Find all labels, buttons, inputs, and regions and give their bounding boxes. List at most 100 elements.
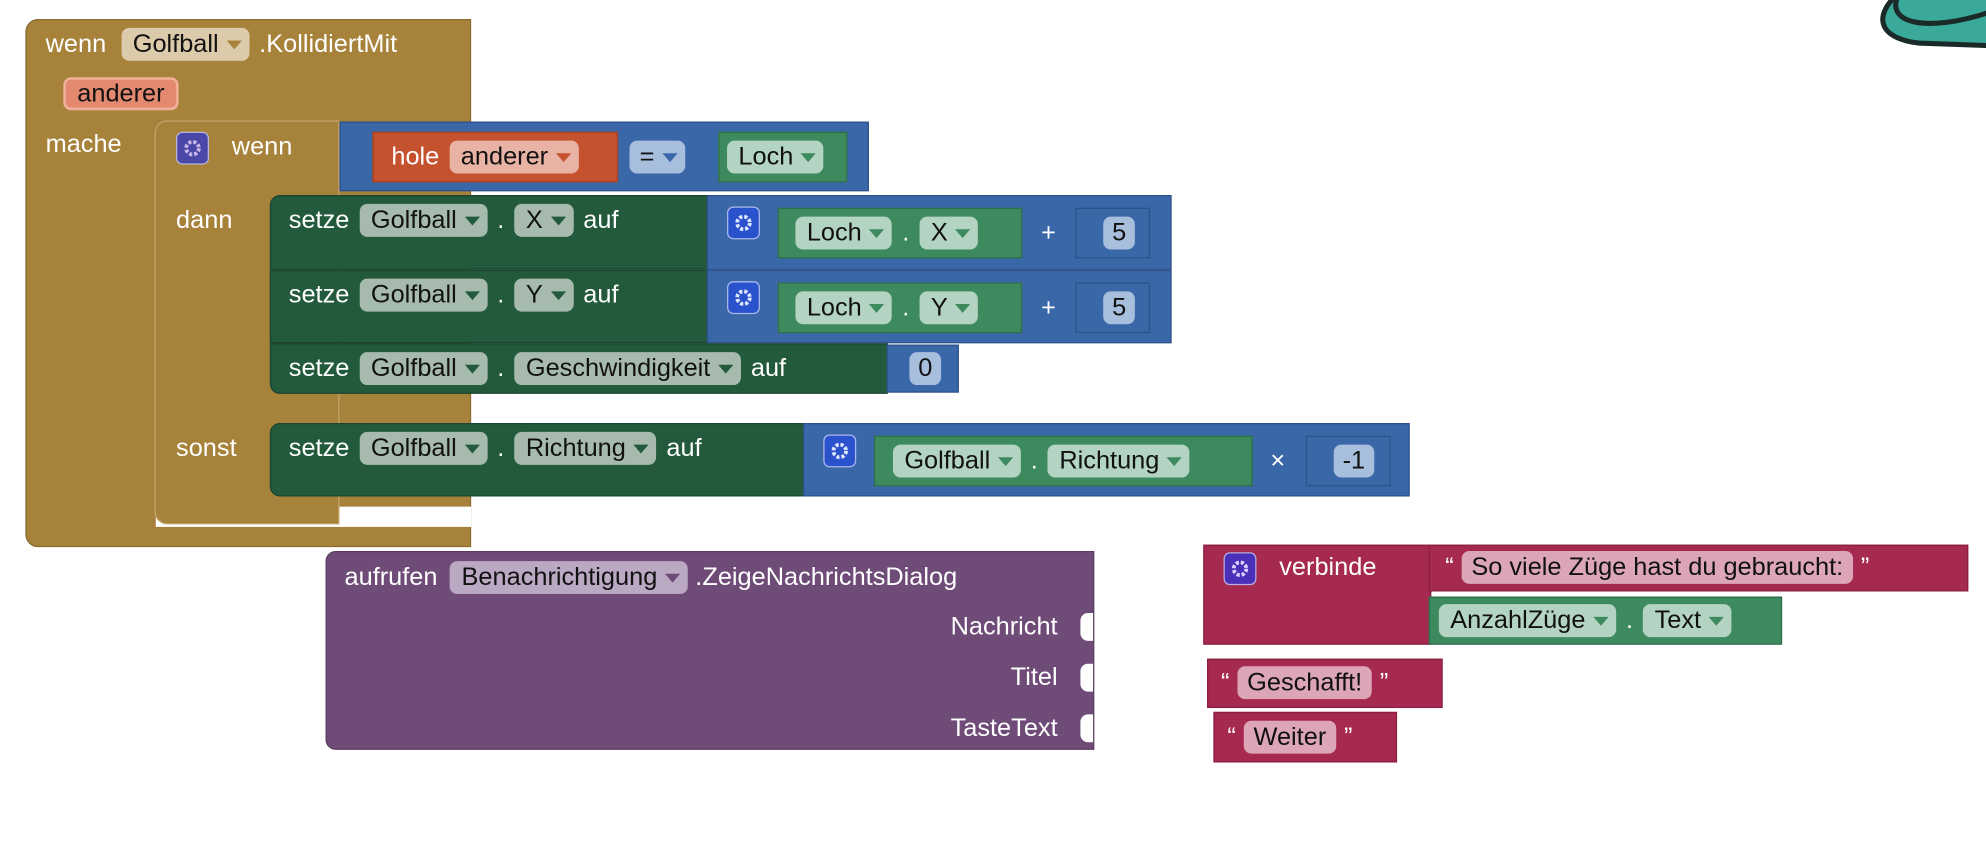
dropdown-value: Y: [930, 293, 948, 322]
event-keyword: wenn: [45, 29, 107, 58]
close-quote: ”: [1343, 722, 1353, 751]
dot: .: [497, 205, 505, 234]
set-golfball-direction-block[interactable]: setze Golfball . Richtung auf: [269, 423, 805, 497]
set-golfball-y-block[interactable]: setze Golfball . Y auf: [269, 269, 709, 344]
chevron-down-icon: [955, 303, 971, 313]
property-dropdown[interactable]: Geschwindigkeit: [514, 352, 741, 386]
compare-block[interactable]: hole anderer = Loch: [339, 121, 869, 192]
gear-icon[interactable]: [727, 281, 760, 315]
gear-icon[interactable]: [727, 206, 760, 240]
input-socket[interactable]: [1080, 714, 1094, 743]
if-label: wenn: [231, 132, 293, 161]
number-block[interactable]: 5: [1075, 282, 1151, 334]
set-golfball-speed-block[interactable]: setze Golfball . Geschwindigkeit auf: [269, 343, 888, 394]
join-label: verbinde: [1279, 553, 1377, 582]
component-getter-anzahlzuege-text[interactable]: AnzahlZüge . Text: [1428, 596, 1783, 645]
number-block[interactable]: 5: [1075, 207, 1151, 259]
property-dropdown[interactable]: Richtung: [1047, 444, 1190, 478]
dropdown-value: Loch: [806, 293, 862, 322]
number-field[interactable]: -1: [1333, 444, 1375, 478]
chevron-down-icon: [550, 290, 566, 300]
text-field[interactable]: So viele Züge hast du gebraucht:: [1461, 550, 1854, 584]
trash-can-icon[interactable]: [1862, 0, 1986, 63]
set-label: setze: [288, 205, 350, 234]
chevron-down-icon: [226, 39, 242, 49]
text-block-moves[interactable]: “ So viele Züge hast du gebraucht: ”: [1428, 544, 1969, 592]
set-label: setze: [288, 433, 350, 462]
open-quote: “: [1445, 552, 1454, 581]
do-label: mache: [45, 130, 122, 159]
component-dropdown[interactable]: Golfball: [892, 444, 1021, 478]
component-block-loch[interactable]: Loch: [718, 131, 848, 183]
dot: .: [497, 280, 505, 309]
dropdown-value: =: [639, 142, 655, 171]
then-label: dann: [176, 206, 233, 235]
number-field[interactable]: 5: [1103, 216, 1136, 250]
to-label: auf: [583, 205, 619, 234]
component-dropdown[interactable]: Loch: [727, 140, 824, 174]
input-socket[interactable]: [1080, 663, 1094, 692]
text-field[interactable]: Geschafft!: [1237, 666, 1373, 700]
get-variable-block[interactable]: hole anderer: [372, 131, 619, 183]
component-getter-golfball-direction[interactable]: Golfball . Richtung: [873, 435, 1253, 487]
chevron-down-icon: [555, 152, 571, 162]
number-block[interactable]: -1: [1305, 435, 1391, 487]
set-label: setze: [288, 280, 350, 309]
component-dropdown[interactable]: Golfball: [359, 278, 488, 312]
component-dropdown[interactable]: Loch: [795, 291, 893, 325]
dropdown-value: X: [525, 205, 543, 234]
property-dropdown[interactable]: Richtung: [514, 431, 657, 465]
property-dropdown[interactable]: X: [514, 203, 574, 237]
component-dropdown[interactable]: Golfball: [359, 352, 488, 386]
add-block-y[interactable]: Loch . Y + 5: [706, 269, 1172, 344]
operator: ×: [1270, 447, 1286, 475]
call-label: aufrufen: [344, 563, 438, 591]
multiply-block[interactable]: Golfball . Richtung × -1: [803, 423, 1410, 497]
dropdown-value: Golfball: [370, 354, 457, 382]
component-dropdown[interactable]: Golfball: [359, 431, 488, 465]
gear-icon[interactable]: [176, 131, 209, 165]
add-block-x[interactable]: Loch . X + 5: [706, 195, 1172, 270]
param-anderer[interactable]: anderer: [63, 77, 179, 111]
number-field[interactable]: 5: [1103, 291, 1136, 325]
text-block-title[interactable]: “ Geschafft! ”: [1207, 658, 1443, 709]
chevron-down-icon: [464, 290, 480, 300]
gear-icon[interactable]: [823, 434, 857, 468]
gear-icon[interactable]: [1223, 552, 1257, 586]
dropdown-value: X: [930, 218, 948, 247]
operator: +: [1041, 219, 1056, 247]
call-show-message-dialog-block[interactable]: aufrufen Benachrichtigung .ZeigeNachrich…: [325, 550, 1095, 750]
text-block-button[interactable]: “ Weiter ”: [1213, 711, 1398, 763]
component-dropdown[interactable]: AnzahlZüge: [1438, 604, 1616, 638]
input-socket[interactable]: [1080, 613, 1094, 641]
property-dropdown[interactable]: Y: [514, 278, 574, 312]
set-golfball-x-block[interactable]: setze Golfball . X auf: [269, 195, 709, 270]
property-dropdown[interactable]: X: [919, 216, 979, 250]
operator: +: [1041, 293, 1056, 322]
close-quote: ”: [1860, 552, 1870, 581]
property-dropdown[interactable]: Y: [919, 291, 979, 325]
component-getter-loch-y[interactable]: Loch . Y: [777, 282, 1023, 334]
component-dropdown[interactable]: Golfball: [121, 27, 250, 61]
text-field[interactable]: Weiter: [1243, 720, 1337, 754]
arg-label-title: Titel: [1010, 663, 1058, 692]
to-label: auf: [666, 433, 702, 462]
number-block[interactable]: 0: [886, 344, 959, 393]
dropdown-value: Richtung: [1059, 446, 1160, 475]
variable-dropdown[interactable]: anderer: [449, 140, 579, 174]
dropdown-value: anderer: [460, 142, 549, 171]
component-getter-loch-x[interactable]: Loch . X: [777, 207, 1023, 259]
chevron-down-icon: [955, 228, 971, 238]
component-dropdown[interactable]: Benachrichtigung: [450, 561, 688, 595]
chevron-down-icon: [869, 228, 885, 238]
else-label: sonst: [176, 434, 237, 463]
join-block[interactable]: verbinde: [1203, 544, 1432, 645]
open-quote: “: [1221, 668, 1230, 696]
component-dropdown[interactable]: Golfball: [359, 203, 488, 237]
number-field[interactable]: 0: [909, 352, 942, 386]
chevron-down-icon: [464, 364, 480, 374]
property-dropdown[interactable]: Text: [1643, 604, 1732, 638]
operator-dropdown[interactable]: =: [629, 140, 685, 174]
chevron-down-icon: [869, 303, 885, 313]
component-dropdown[interactable]: Loch: [795, 216, 893, 250]
